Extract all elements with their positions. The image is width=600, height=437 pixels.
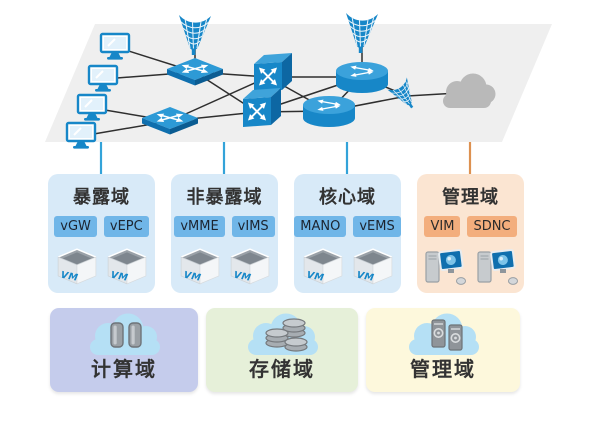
domain-title: 核心域	[319, 187, 376, 208]
resource-card-storage: 存储域	[206, 308, 358, 392]
vnf-chip-vims: vIMS	[231, 216, 275, 237]
vnf-chip-vmme: vMME	[174, 216, 225, 237]
vm-label: VM	[59, 270, 79, 284]
resource-card-management: 管理域	[366, 308, 520, 392]
compute-cloud-icon	[90, 313, 160, 355]
domain-title: 非暴露域	[186, 187, 263, 208]
vm-label: VM	[305, 270, 325, 284]
desktop-computer-icon	[65, 121, 97, 150]
network-topology	[45, 0, 552, 176]
vm-cube-icon: VM	[56, 248, 97, 285]
vm-label: VM	[355, 270, 375, 284]
vnf-chip-sdnc: SDNC	[467, 216, 517, 237]
vnf-chip-vems: vEMS	[353, 216, 401, 237]
vnf-chip-mano: MANO	[294, 216, 347, 237]
resource-card-compute: 计算域	[50, 308, 198, 392]
domain-card-non-exposure: 非暴露域 vMME vIMS VM VM	[171, 174, 278, 293]
domain-card-management: 管理域 VIM SDNC	[417, 174, 524, 293]
vm-cube-icon: VM	[352, 248, 393, 285]
workstation-icon	[424, 248, 466, 286]
vnf-chip-vim: VIM	[424, 216, 461, 237]
cylinder-router-icon	[336, 62, 388, 93]
domain-title: 管理域	[442, 187, 499, 208]
domain-title: 暴露域	[73, 187, 130, 208]
resource-domain-label: 管理域	[410, 357, 476, 381]
vm-cube-icon: VM	[179, 248, 220, 285]
vm-cube-icon: VM	[302, 248, 343, 285]
vm-label: VM	[109, 270, 129, 284]
vm-label: VM	[182, 270, 202, 284]
workstation-icon	[476, 248, 518, 286]
vm-label: VM	[232, 270, 252, 284]
vnf-chip-vgw: vGW	[54, 216, 97, 237]
management-cloud-icon	[409, 313, 479, 355]
resource-domain-label: 存储域	[249, 357, 315, 381]
cylinder-router-icon	[303, 96, 355, 127]
vm-cube-icon: VM	[229, 248, 270, 285]
vm-cube-icon: VM	[106, 248, 147, 285]
vnf-chip-vepc: vEPC	[103, 216, 149, 237]
domain-card-exposure: 暴露域 vGW vEPC VM VM	[48, 174, 155, 293]
domain-card-core: 核心域 MANO vEMS VM VM	[294, 174, 401, 293]
resource-domain-label: 计算域	[91, 357, 157, 381]
storage-cloud-icon	[248, 313, 318, 355]
